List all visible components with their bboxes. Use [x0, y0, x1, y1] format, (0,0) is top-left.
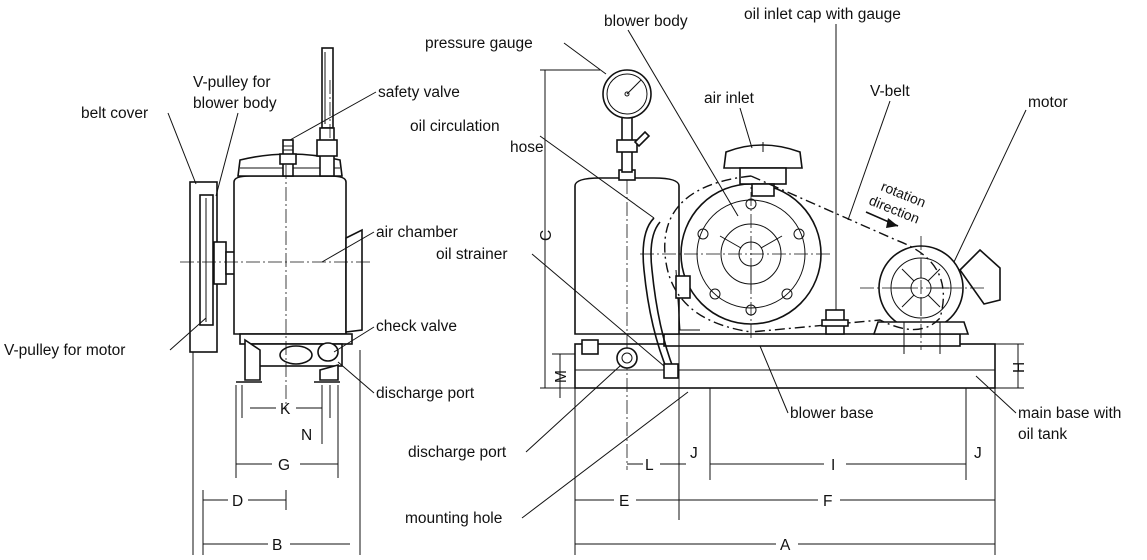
label-belt-cover: belt cover — [81, 105, 148, 122]
dim-C: C — [538, 230, 555, 241]
label-oil-inlet-cap: oil inlet cap with gauge — [744, 6, 901, 23]
label-main-base-line1: main base with — [1018, 405, 1121, 422]
label-discharge-port-front: discharge port — [408, 444, 507, 461]
dim-N: N — [301, 427, 312, 444]
dim-D: D — [232, 493, 243, 510]
side-view: K N G D B belt cover V-pulley for blower… — [4, 47, 475, 555]
label-v-belt: V-belt — [870, 83, 910, 100]
label-main-base-line2: oil tank — [1018, 426, 1067, 443]
air-inlet-shape — [723, 144, 803, 169]
dim-M: M — [553, 370, 570, 383]
label-blower-base: blower base — [790, 405, 874, 422]
label-v-pulley-motor: V-pulley for motor — [4, 342, 125, 359]
label-air-chamber: air chamber — [376, 224, 458, 241]
front-dimensions: C M H L J I J E F A — [538, 69, 1028, 555]
dim-G: G — [278, 457, 290, 474]
label-v-pulley-blower-line2: blower body — [193, 95, 277, 112]
dim-A: A — [780, 537, 791, 554]
label-motor: motor — [1028, 94, 1068, 111]
label-check-valve: check valve — [376, 318, 457, 335]
label-oil-strainer: oil strainer — [436, 246, 508, 263]
label-v-pulley-blower-line1: V-pulley for — [193, 74, 271, 91]
front-view: C M H L J I J E F A pressure gauge blowe… — [405, 6, 1121, 555]
label-mounting-hole: mounting hole — [405, 510, 502, 527]
blower-base-shape — [663, 333, 961, 347]
blower-body-shape — [675, 183, 822, 331]
label-oil-circulation-line1: oil circulation — [410, 118, 500, 135]
main-base-oil-tank-shape — [574, 343, 996, 389]
dim-J-left: J — [690, 445, 698, 462]
dim-F: F — [823, 493, 832, 510]
label-safety-valve: safety valve — [378, 84, 460, 101]
label-blower-body: blower body — [604, 13, 688, 30]
label-oil-circulation-line2: hose — [510, 139, 544, 156]
v-belt-shape — [750, 175, 945, 333]
oil-circulation-hose-shape — [642, 217, 669, 373]
dim-I: I — [831, 457, 835, 474]
dim-B: B — [272, 537, 282, 554]
dim-L: L — [645, 457, 654, 474]
dim-H: H — [1011, 362, 1028, 373]
dim-J-right: J — [974, 445, 982, 462]
label-air-inlet: air inlet — [704, 90, 755, 107]
air-chamber-tank-shape — [233, 175, 347, 335]
side-dimensions: K N G D B — [192, 350, 361, 555]
label-pressure-gauge: pressure gauge — [425, 35, 533, 52]
discharge-port-shape — [616, 347, 638, 369]
dim-E: E — [619, 493, 629, 510]
dim-K: K — [280, 401, 291, 418]
label-discharge-port-side: discharge port — [376, 385, 475, 402]
